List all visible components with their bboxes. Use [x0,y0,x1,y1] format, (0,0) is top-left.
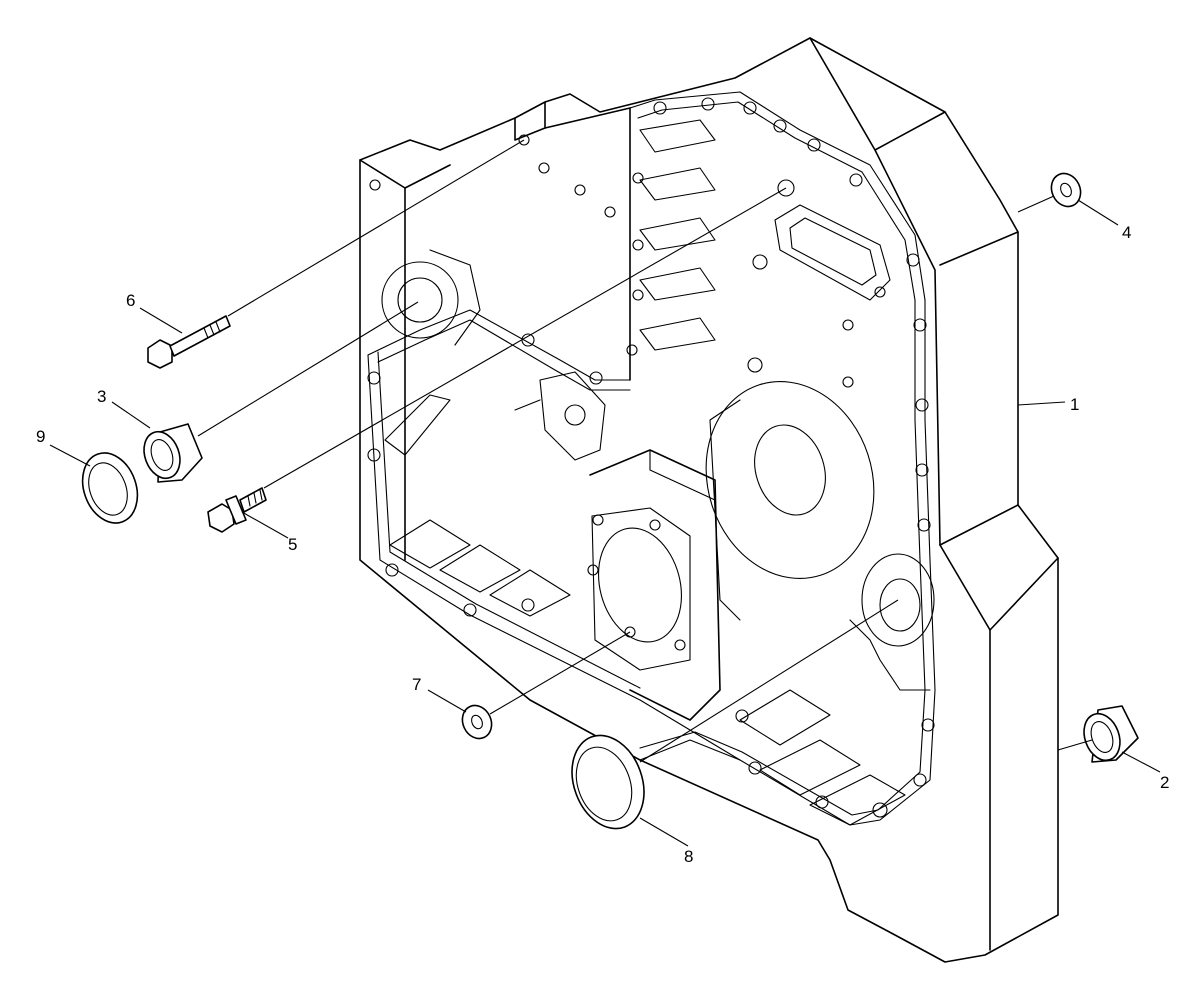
leader-2 [1121,751,1161,773]
leader-1 [1017,401,1066,406]
short-bolt [207,487,267,533]
leader-9 [49,444,91,467]
leader-3 [111,401,151,429]
callout-labels: 1 2 3 4 5 6 7 8 9 [36,223,1169,866]
leader-3b [197,301,419,437]
flange-bolt-holes [367,97,935,818]
large-seal-ring [571,734,645,830]
leader-8b [639,599,899,763]
leader-5b [263,187,787,489]
callout-2: 2 [1160,773,1169,792]
leader-7 [427,689,467,713]
callout-3: 3 [97,387,106,406]
callout-1: 1 [1070,395,1079,414]
leader-lines [49,139,1161,847]
callout-4: 4 [1122,223,1131,242]
leader-7b [489,631,631,715]
upper-ribs [639,119,716,351]
small-seal-ring [81,452,139,524]
leader-4b [1017,195,1055,213]
leader-5 [241,511,289,539]
lower-right-ribs [739,689,906,826]
long-bolt [147,315,231,369]
callout-9: 9 [36,427,45,446]
leader-4 [1077,199,1119,226]
washer-lower-middle [461,704,493,740]
needle-bearing-right [1083,705,1139,763]
lower-left-ribs [384,394,571,617]
leader-2b [1057,739,1093,751]
gear-housing-cover [359,37,1059,963]
callout-8: 8 [684,847,693,866]
leader-8 [639,817,689,847]
needle-bearing-left [143,423,203,483]
leader-6 [139,307,183,334]
callout-5: 5 [288,535,297,554]
leader-6b [227,139,525,317]
callout-6: 6 [126,291,135,310]
callout-7: 7 [412,675,421,694]
washer-top-right [1050,172,1082,208]
